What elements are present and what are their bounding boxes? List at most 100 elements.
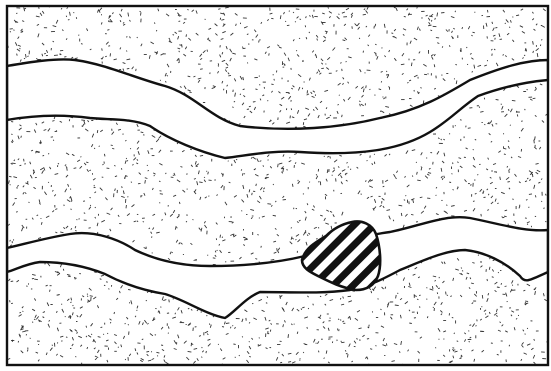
stipple-mark [290, 158, 291, 159]
stipple-mark [401, 213, 402, 216]
stipple-mark [455, 64, 457, 65]
stipple-mark [121, 168, 122, 170]
stipple-mark [13, 30, 14, 31]
stipple-mark [500, 177, 501, 180]
stipple-mark [503, 217, 505, 218]
stipple-mark [23, 311, 24, 312]
stipple-mark [399, 351, 400, 353]
stipple-mark [73, 305, 74, 306]
stipple-mark [260, 39, 261, 40]
stipple-mark [97, 130, 98, 133]
stipple-mark [498, 272, 499, 273]
stipple-mark [249, 356, 251, 357]
stipple-mark [382, 48, 383, 49]
stipple-mark [438, 288, 440, 289]
stipple-mark [346, 61, 347, 62]
stipple-mark [367, 160, 368, 161]
stipple-mark [21, 136, 22, 138]
stipple-mark [206, 351, 207, 353]
stipple-mark [368, 327, 369, 328]
stipple-mark [442, 46, 443, 47]
stipple-mark [411, 63, 412, 67]
stipple-mark [126, 158, 127, 159]
stipple-mark [41, 140, 42, 143]
stipple-mark [222, 237, 223, 238]
stipple-mark [270, 330, 271, 332]
stipple-mark [114, 312, 115, 314]
stipple-mark [249, 341, 250, 342]
stipple-mark [177, 227, 178, 228]
stipple-mark [455, 350, 456, 351]
host-rock-area [7, 6, 548, 365]
stipple-mark [307, 327, 308, 329]
stipple-mark [288, 362, 291, 363]
stipple-mark [460, 50, 461, 52]
stipple-mark [29, 202, 30, 203]
stipple-mark [81, 44, 83, 45]
stipple-mark [89, 170, 91, 171]
stipple-mark [32, 279, 33, 280]
stipple-mark [434, 64, 435, 67]
stipple-mark [396, 295, 397, 298]
stipple-mark [226, 323, 230, 324]
stipple-mark [196, 260, 197, 261]
stipple-mark [525, 109, 526, 110]
stipple-mark [12, 163, 16, 164]
stipple-mark [395, 305, 399, 306]
stipple-mark [496, 99, 499, 100]
stipple-mark [338, 14, 339, 15]
stipple-mark [432, 286, 433, 289]
stipple-mark [308, 308, 309, 309]
stipple-mark [219, 244, 220, 246]
stipple-mark [316, 55, 317, 58]
stipple-mark [419, 295, 421, 296]
stipple-mark [460, 349, 461, 350]
stipple-mark [452, 317, 454, 318]
stipple-mark [101, 327, 103, 328]
stipple-mark [218, 9, 220, 10]
stipple-mark [70, 189, 71, 190]
stipple-mark [393, 220, 394, 222]
stipple-mark [81, 156, 82, 157]
stipple-mark [350, 169, 351, 170]
stipple-mark [34, 319, 35, 320]
stipple-mark [20, 165, 22, 166]
stipple-mark [16, 212, 18, 213]
stipple-mark [140, 197, 141, 198]
stipple-mark [178, 214, 179, 215]
stipple-mark [296, 50, 297, 51]
stipple-mark [374, 154, 375, 155]
stipple-mark [43, 155, 45, 156]
stipple-mark [256, 184, 257, 186]
stipple-mark [285, 21, 286, 22]
stipple-mark [53, 140, 54, 141]
stipple-mark [244, 173, 245, 174]
stipple-mark [239, 355, 240, 356]
stipple-mark [91, 334, 92, 335]
stipple-mark [243, 237, 245, 238]
stipple-mark [426, 288, 427, 289]
stipple-mark [240, 94, 241, 95]
stipple-mark [488, 194, 489, 195]
stipple-mark [303, 60, 304, 61]
stipple-mark [148, 170, 149, 171]
stipple-mark [27, 56, 28, 57]
stipple-mark [289, 11, 290, 12]
stipple-mark [375, 24, 376, 26]
stipple-mark [57, 295, 60, 296]
stipple-mark [477, 174, 478, 175]
stipple-mark [243, 48, 246, 49]
stipple-mark [341, 62, 342, 63]
stipple-mark [26, 54, 27, 58]
stipple-mark [476, 325, 477, 326]
stipple-mark [74, 168, 77, 169]
stipple-mark [330, 115, 331, 116]
stipple-mark [318, 351, 319, 353]
stipple-mark [394, 7, 396, 8]
stipple-mark [348, 296, 351, 297]
stipple-mark [218, 66, 219, 67]
stipple-mark [19, 335, 20, 336]
stipple-mark [19, 312, 21, 313]
stipple-mark [71, 209, 72, 210]
stipple-mark [509, 345, 510, 347]
